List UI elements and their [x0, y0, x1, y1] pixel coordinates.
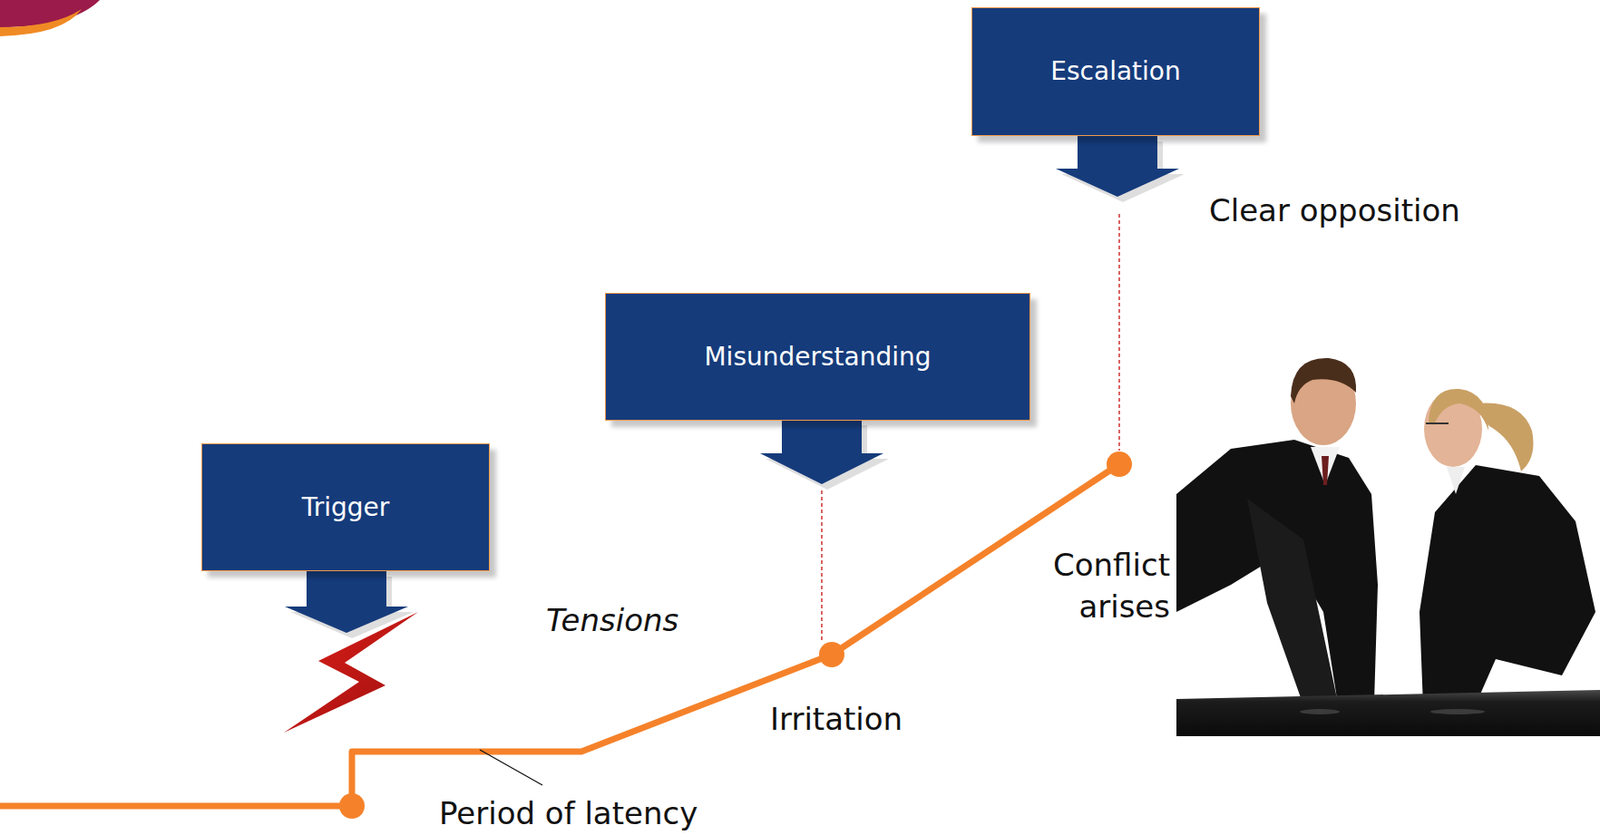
man-tie [1321, 456, 1329, 486]
down-arrow [760, 419, 884, 485]
box-text: Escalation [1050, 56, 1181, 88]
logo-fragment [0, 9, 82, 37]
conflict-curve [0, 464, 1120, 807]
woman-suit [1419, 465, 1596, 707]
box-text: Trigger [302, 492, 391, 524]
phase-label: Tensions [546, 602, 679, 639]
curve-point [339, 793, 365, 820]
stage-label-text: Period of latency [439, 795, 698, 832]
dashed-guide [820, 490, 823, 641]
curve-point [819, 642, 845, 668]
woman-hair [1428, 389, 1489, 431]
dashed-guide [1118, 214, 1121, 451]
stage-box: Escalation [971, 7, 1260, 137]
hand-reflection [1299, 709, 1340, 715]
table [1176, 690, 1600, 737]
woman-collar [1446, 467, 1465, 495]
stage-label: Irritation [770, 699, 903, 740]
stage-label-text: Irritation [770, 701, 903, 738]
stage-label: Period of latency [439, 793, 698, 834]
man-hair [1290, 358, 1357, 404]
stage-label-text: Clear opposition [1209, 192, 1461, 229]
man-collar [1310, 447, 1340, 486]
man-suit [1176, 439, 1378, 705]
box-text: Misunderstanding [703, 341, 931, 373]
stage-label-text: Conflict arises [1053, 546, 1171, 625]
photo-ground [1176, 312, 1600, 737]
curve-point [1106, 451, 1132, 478]
down-arrow [284, 570, 409, 634]
stage-label: Tensions [546, 600, 679, 641]
stage-label: Clear opposition [1209, 190, 1461, 231]
stage-box: Misunderstanding [604, 292, 1031, 421]
conflict-photo [1176, 312, 1600, 737]
leader-line [479, 750, 543, 786]
hand-reflection [1430, 709, 1485, 715]
stage-label: Conflict arises [997, 545, 1171, 629]
stage-box: Trigger [201, 443, 490, 572]
lightning-bolt [283, 612, 419, 733]
down-arrow [1055, 135, 1180, 197]
woman-glasses [1425, 422, 1449, 425]
man-arm [1247, 498, 1338, 706]
